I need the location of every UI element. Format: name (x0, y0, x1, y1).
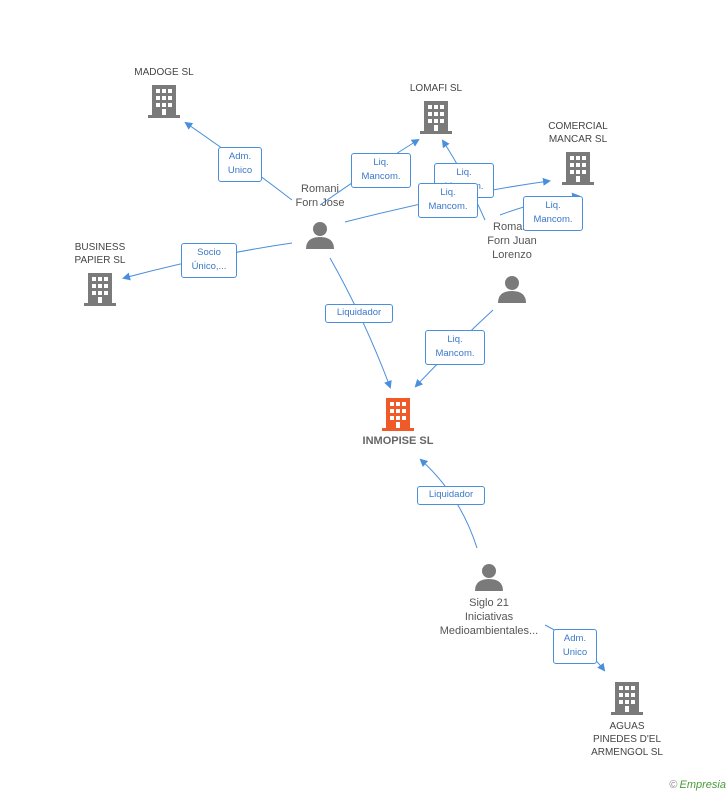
empresia-logo: ©Empresia (669, 779, 726, 791)
company-label: LOMAFI SL (409, 83, 463, 94)
company-aguas-pinedes[interactable]: AGUAS PINEDES D'EL ARMENGOL SL (577, 680, 677, 759)
relation-label-liq-mancom[interactable]: Liq. Mancom. (425, 330, 485, 365)
company-label: AGUAS PINEDES D'EL ARMENGOL SL (591, 721, 663, 758)
company-madoge[interactable]: MADOGE SL (114, 66, 214, 119)
relation-label-liq-mancom[interactable]: Liq. Mancom. (523, 196, 583, 231)
company-comercial-mancar[interactable]: COMERCIAL MANCAR SL (528, 120, 628, 186)
person-label: Romani Forn Juan Lorenzo (487, 221, 537, 261)
relation-label-adm-unico[interactable]: Adm. Unico (218, 147, 262, 182)
brand-name: Empresia (679, 779, 726, 791)
relation-label-adm-unico[interactable]: Adm. Unico (553, 629, 597, 664)
building-icon (148, 85, 180, 118)
relation-label-liquidador[interactable]: Liquidador (417, 486, 485, 505)
person-romani-forn-jose[interactable]: Romani Forn Jose (272, 182, 368, 250)
person-label: Siglo 21 Iniciativas Medioambientales... (439, 597, 539, 637)
company-lomafi[interactable]: LOMAFI SL (386, 82, 486, 135)
copyright-symbol: © (669, 779, 678, 791)
company-business-papier[interactable]: BUSINESS PAPIER SL (50, 241, 150, 307)
person-icon (475, 564, 503, 591)
building-icon (382, 398, 414, 431)
building-icon (562, 152, 594, 185)
person-siglo-21[interactable]: Siglo 21 Iniciativas Medioambientales... (428, 562, 550, 638)
company-label: COMERCIAL MANCAR SL (548, 121, 608, 145)
company-label: INMOPISE SL (362, 435, 434, 447)
person-icon (498, 276, 526, 303)
relation-label-liq-mancom[interactable]: Liq. Mancom. (351, 153, 411, 188)
company-label: BUSINESS PAPIER SL (74, 242, 126, 266)
building-icon (611, 682, 643, 715)
relation-label-socio-unico[interactable]: Socio Único,... (181, 243, 237, 278)
person-romani-forn-juan-lorenzo[interactable]: Romani Forn Juan Lorenzo (466, 220, 558, 304)
company-inmopise-focus[interactable]: INMOPISE SL (348, 396, 448, 448)
person-icon (306, 222, 334, 249)
relation-label-liquidador[interactable]: Liquidador (325, 304, 393, 323)
building-icon (420, 101, 452, 134)
person-label: Romani Forn Jose (295, 183, 345, 209)
relation-label-liq-mancom[interactable]: Liq. Mancom. (418, 183, 478, 218)
company-label: MADOGE SL (134, 67, 194, 78)
building-icon (84, 273, 116, 306)
